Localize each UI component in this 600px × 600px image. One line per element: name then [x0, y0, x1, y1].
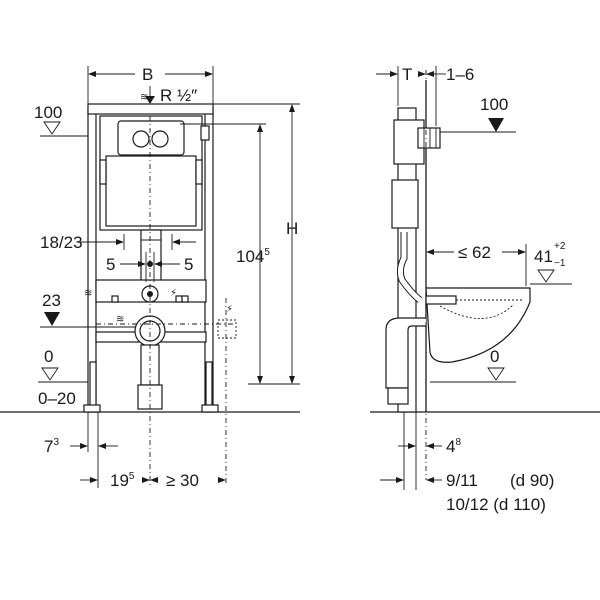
dim-4-label: 48 — [446, 437, 461, 456]
wc-bowl — [425, 287, 531, 363]
dim-le62-label: ≤ 62 — [458, 243, 491, 262]
dim-d90-label: (d 90) — [510, 471, 554, 490]
frame-clip-left — [99, 159, 107, 185]
level-0-label: 0 — [44, 347, 53, 366]
dim-5-right-label: 5 — [184, 255, 193, 274]
side-level-0-marker — [487, 367, 505, 381]
flush-button-right — [151, 130, 169, 148]
level-100-marker — [43, 121, 61, 135]
dim-1-6-label: 1–6 — [446, 65, 474, 84]
dim-ge30-label: ≥ 30 — [166, 471, 199, 490]
water-icon-2: ≋ — [116, 314, 124, 325]
level-range-label: 0–20 — [38, 389, 76, 408]
foot-right — [205, 361, 213, 411]
actuator-plate — [117, 120, 185, 156]
dim-18-23-label: 18/23 — [40, 233, 83, 252]
dim-41-label: 41 — [534, 247, 553, 266]
water-icon: ≋ — [84, 288, 92, 299]
lightning-icon: ⚡ — [226, 304, 233, 315]
side-level-0-label: 0 — [490, 347, 499, 366]
level-23-marker — [44, 312, 60, 326]
side-level-100-label: 100 — [480, 95, 508, 114]
cistern-panel — [105, 155, 197, 227]
dim-41-plus: +2 — [554, 241, 566, 252]
level-23-label: 23 — [42, 291, 61, 310]
dim-height-label: H — [286, 219, 298, 238]
lightning-icon-small: ⚡ — [170, 288, 177, 299]
dim-9-11-label: 9/11 — [446, 471, 478, 490]
dim-41-marker — [537, 269, 555, 283]
side-level-100-marker — [488, 118, 504, 132]
foot-left — [89, 361, 97, 411]
flush-pipe — [140, 229, 162, 289]
level-0-marker — [41, 367, 59, 381]
side-view: T 1–6 100 ≤ 62 41 +2 −1 0 — [370, 65, 600, 514]
frame-top-rail — [87, 103, 214, 115]
dim-19-label: 195 — [110, 471, 135, 490]
electrical-box — [217, 319, 237, 339]
dim-width-label: B — [142, 65, 153, 84]
supply-label: R ½″ — [160, 86, 197, 105]
level-100-label: 100 — [34, 103, 62, 122]
dim-41-minus: −1 — [554, 258, 566, 269]
dim-10-12-label: 10/12 (d 110) — [446, 495, 546, 514]
dim-depth-label: T — [402, 65, 412, 84]
frame-clip-right — [195, 159, 203, 185]
flush-button-left — [132, 130, 150, 148]
water-supply-icon: ≋ — [140, 92, 148, 103]
frame-bracket — [200, 125, 210, 141]
dim-104-label: 1045 — [236, 247, 270, 266]
actuator-side — [417, 127, 441, 149]
dim-7-label: 73 — [44, 437, 59, 456]
dim-5-left-label: 5 — [106, 255, 115, 274]
front-view: ⚡ ⚡ ≋ ≋ ≋ B R ½″ 100 23 0 0– — [0, 65, 300, 490]
waste-pipe-side — [385, 317, 426, 389]
